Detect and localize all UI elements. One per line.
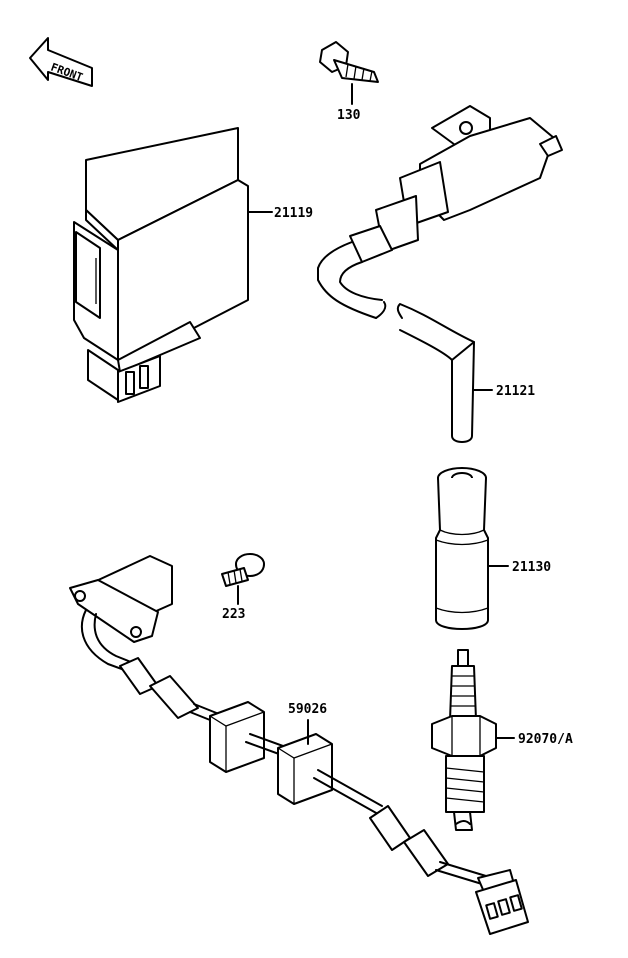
pickup-bolt-223[interactable] — [221, 553, 265, 605]
callout-21121: 21121 — [496, 384, 535, 399]
callout-59026: 59026 — [288, 702, 327, 717]
bolt-130[interactable] — [319, 41, 379, 105]
callout-21130: 21130 — [512, 560, 551, 575]
callout-223: 223 — [222, 607, 245, 622]
callout-92070a: 92070/A — [518, 732, 573, 747]
pickup-harness-59026[interactable] — [69, 555, 529, 935]
ignition-coil-21121[interactable] — [317, 105, 563, 443]
spark-plug-92070a[interactable] — [431, 649, 515, 831]
front-arrow-icon: FRONT — [29, 37, 93, 87]
plug-cap-21130[interactable] — [435, 467, 509, 630]
callout-130: 130 — [337, 108, 361, 123]
cdi-unit-21119[interactable] — [73, 127, 273, 403]
callout-21119: 21119 — [274, 206, 313, 221]
